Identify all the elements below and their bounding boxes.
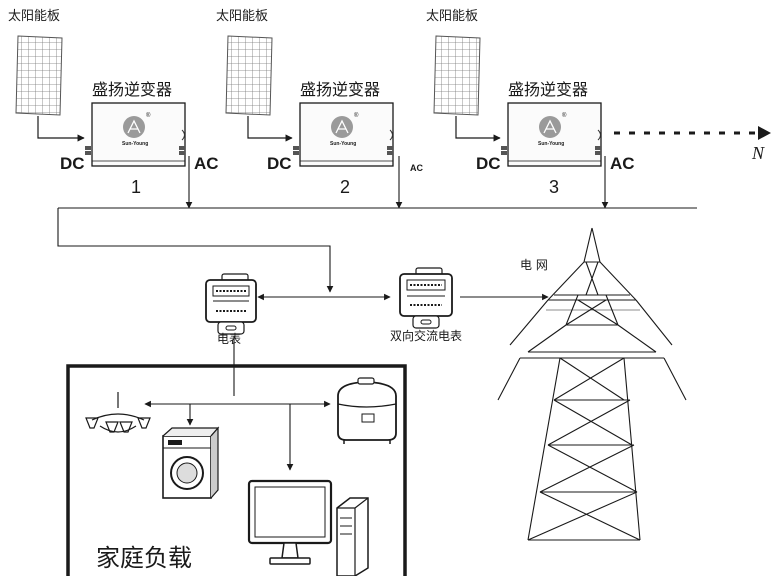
computer-icon <box>247 479 369 576</box>
solar-panel-2-label: 太阳能板 <box>216 9 269 24</box>
bidirectional-meter-label: 双向交流电表 <box>390 329 463 343</box>
ac-bus-lines <box>57 156 697 293</box>
solar-panel-3-label: 太阳能板 <box>426 9 479 24</box>
chandelier-icon <box>85 392 151 433</box>
inverter-2-number: 2 <box>340 177 351 197</box>
inverter-3-body <box>501 102 602 167</box>
inverter-2-brand: Sun-Young <box>330 141 357 147</box>
inverter-1-body <box>85 102 186 167</box>
inverter-2-dc-label: DC <box>267 154 292 173</box>
inverter-3-ac-label: AC <box>610 154 635 173</box>
inverter-3-dc-label: DC <box>476 154 501 173</box>
inverter-1-name: 盛扬逆变器 <box>92 80 173 99</box>
meter-lines <box>233 293 549 396</box>
solar-panel-1 <box>15 35 63 116</box>
inverter-3-number: 3 <box>549 177 560 197</box>
dc-feed-lines <box>37 116 501 142</box>
inverter-2-ac-label: AC <box>410 163 423 173</box>
inverter-1-dc-label: DC <box>60 154 85 173</box>
rice-cooker-icon <box>337 377 397 444</box>
home-load-label: 家庭负载 <box>96 544 192 572</box>
inverter-3-name: 盛扬逆变器 <box>508 80 589 99</box>
washing-machine-icon <box>162 426 220 499</box>
home-wiring <box>144 400 331 471</box>
inverter-1-number: 1 <box>131 177 142 197</box>
meter-label: 电表 <box>217 332 242 346</box>
inverter-1-ac-label: AC <box>194 154 219 173</box>
inverter-3-brand: Sun-Young <box>538 141 565 147</box>
solar-panel-1-label: 太阳能板 <box>8 9 61 24</box>
bidirectional-meter-icon <box>399 267 453 329</box>
grid-label: 电 网 <box>520 258 548 272</box>
inverter-1-reg-mark: ® <box>146 113 151 119</box>
meter-icon <box>205 273 257 335</box>
solar-panel-3 <box>433 35 481 116</box>
solar-panel-2 <box>225 35 273 116</box>
inverter-2-reg-mark: ® <box>354 113 359 119</box>
continuation-label: N <box>752 143 765 163</box>
inverter-2-body <box>293 102 394 167</box>
inverter-3-reg-mark: ® <box>562 113 567 119</box>
transmission-tower-icon <box>497 227 687 541</box>
inverter-1-brand: Sun-Young <box>122 141 149 147</box>
inverter-2-name: 盛扬逆变器 <box>300 80 381 99</box>
home-load-frame <box>66 364 407 576</box>
continuation-arrow <box>614 126 771 140</box>
